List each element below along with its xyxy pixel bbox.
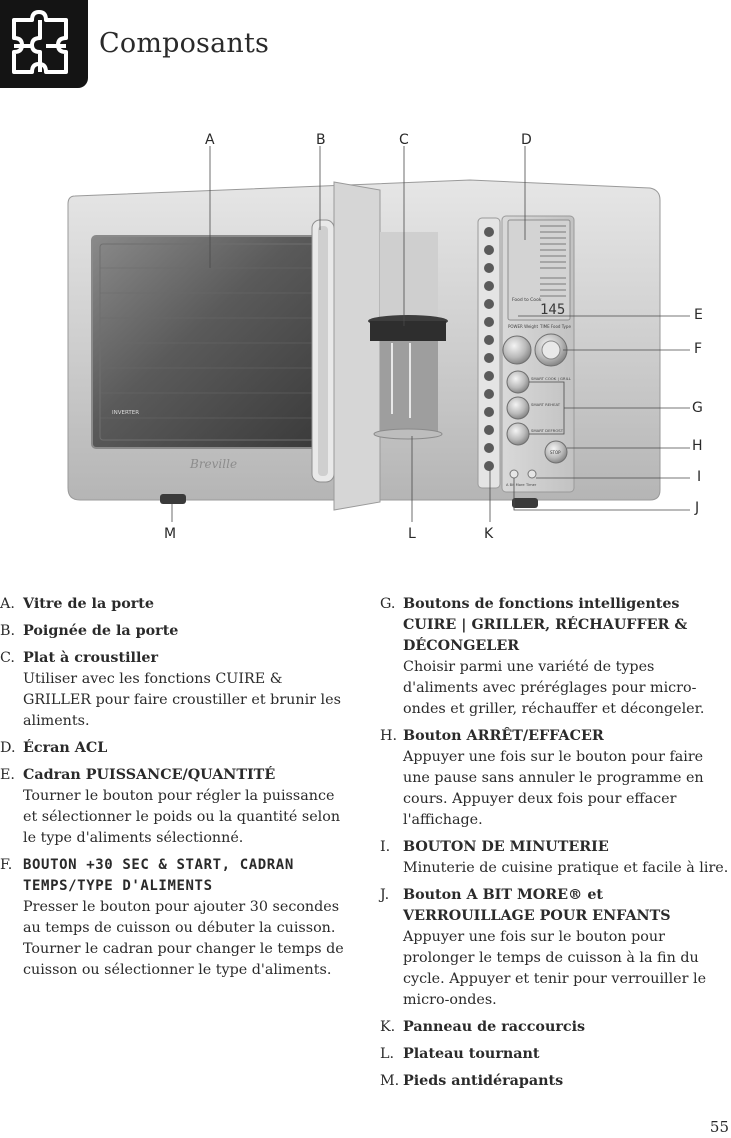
legend-item-i: I. BOUTON DE MINUTERIE Minuterie de cuis… (380, 837, 731, 879)
lcd-label: Food to Cook (512, 297, 542, 303)
a-bit-more-label: A Bit More (506, 483, 525, 487)
page-number: 55 (709, 1118, 729, 1136)
legend-letter: H. (380, 728, 398, 744)
legend-description: Choisir parmi une variété de types d'ali… (403, 659, 705, 717)
callout-b: B (316, 132, 326, 148)
legend-description: Minuterie de cuisine pratique et facile … (403, 860, 729, 876)
legend-letter: M. (380, 1073, 400, 1089)
puzzle-icon (0, 0, 88, 88)
callout-i: I (697, 469, 702, 485)
callout-k: K (484, 526, 494, 542)
callout-g: G (692, 400, 703, 416)
legend-heading: Cadran PUISSANCE/QUANTITÉ (23, 767, 276, 783)
legend-heading: Vitre de la porte (23, 596, 154, 612)
legend-heading: Bouton A BIT MORE® et VERROUILLAGE POUR … (403, 887, 671, 924)
legend-item-m: M. Pieds antidérapants (380, 1071, 731, 1092)
microwave-illustration: INVERTER Breville Food to Cook 145 POWER… (67, 146, 690, 522)
legend-item-f: F. BOUTON +30 SEC & START, CADRAN TEMPS/… (0, 855, 352, 981)
legend-heading: Plateau tournant (403, 1046, 540, 1062)
callout-j: J (695, 500, 700, 516)
legend-description: Appuyer une fois sur le bouton pour prol… (403, 929, 707, 1008)
legend-letter: A. (0, 596, 15, 612)
legend-heading: Plat à croustiller (23, 650, 159, 666)
legend-letter: L. (380, 1046, 395, 1062)
smart-cook-label: SMART COOK | GRILL (531, 376, 572, 381)
legend-item-l: L. Plateau tournant (380, 1044, 731, 1065)
legend-heading: Panneau de raccourcis (403, 1019, 586, 1035)
legend-item-j: J. Bouton A BIT MORE® et VERROUILLAGE PO… (380, 885, 731, 1011)
callout-h: H (692, 438, 703, 454)
legend-description: Tourner le bouton pour régler la puissan… (23, 788, 341, 846)
legend-letter: I. (380, 839, 391, 855)
legend-heading: BOUTON +30 SEC & START, CADRAN TEMPS/TYP… (23, 857, 294, 894)
legend-letter: E. (0, 767, 15, 783)
brand-logo: Breville (189, 457, 237, 471)
legend-heading: Écran ACL (23, 740, 108, 756)
legend-letter: B. (0, 623, 16, 639)
stop-button-label: STOP (550, 450, 561, 455)
legend-item-e: E. Cadran PUISSANCE/QUANTITÉ Tourner le … (0, 765, 352, 849)
power-knob-label: POWER Weight (508, 324, 538, 329)
legend-letter: C. (0, 650, 15, 666)
callout-l: L (408, 526, 416, 542)
page-title: Composants (99, 28, 270, 59)
smart-reheat-label: SMART REHEAT (531, 402, 561, 407)
legend-item-g: G. Boutons de fonctions intelligentes CU… (380, 594, 731, 720)
legend-heading: Pieds antidérapants (403, 1073, 564, 1089)
callout-d: D (521, 132, 532, 148)
time-knob-label: TIME Food Type (539, 324, 571, 329)
smart-defrost-label: SMART DEFROST (531, 428, 564, 433)
legend-item-h: H. Bouton ARRÊT/EFFACER Appuyer une fois… (380, 726, 731, 831)
callout-e: E (694, 307, 703, 323)
legend-heading: Poignée de la porte (23, 623, 179, 639)
legend-item-c: C. Plat à croustiller Utiliser avec les … (0, 648, 352, 732)
legend-letter: K. (380, 1019, 396, 1035)
callout-a: A (205, 132, 215, 148)
legend-heading: BOUTON DE MINUTERIE (403, 839, 609, 855)
inverter-badge: INVERTER (112, 410, 139, 416)
legend-item-b: B. Poignée de la porte (0, 621, 352, 642)
callout-c: C (399, 132, 409, 148)
legend-right-column: G. Boutons de fonctions intelligentes CU… (380, 594, 731, 1098)
legend-description: Appuyer une fois sur le bouton pour fair… (403, 749, 704, 828)
callout-m: M (164, 526, 177, 542)
legend-heading: Bouton ARRÊT/EFFACER (403, 728, 604, 744)
callout-f: F (694, 341, 703, 357)
legend-letter: G. (380, 596, 396, 612)
legend-letter: D. (0, 740, 16, 756)
legend-description: Presser le bouton pour ajouter 30 second… (23, 899, 344, 978)
legend-item-k: K. Panneau de raccourcis (380, 1017, 731, 1038)
legend-letter: J. (380, 887, 390, 903)
legend-heading: Boutons de fonctions intelligentes CUIRE… (403, 596, 688, 654)
legend-item-d: D. Écran ACL (0, 738, 352, 759)
legend-item-a: A. Vitre de la porte (0, 594, 352, 615)
legend-left-column: A. Vitre de la porte B. Poignée de la po… (0, 594, 352, 987)
legend-description: Utiliser avec les fonctions CUIRE & GRIL… (23, 671, 341, 729)
legend-letter: F. (0, 857, 13, 873)
timer-label: Timer (525, 483, 537, 487)
lcd-readout: 145 (540, 302, 565, 318)
